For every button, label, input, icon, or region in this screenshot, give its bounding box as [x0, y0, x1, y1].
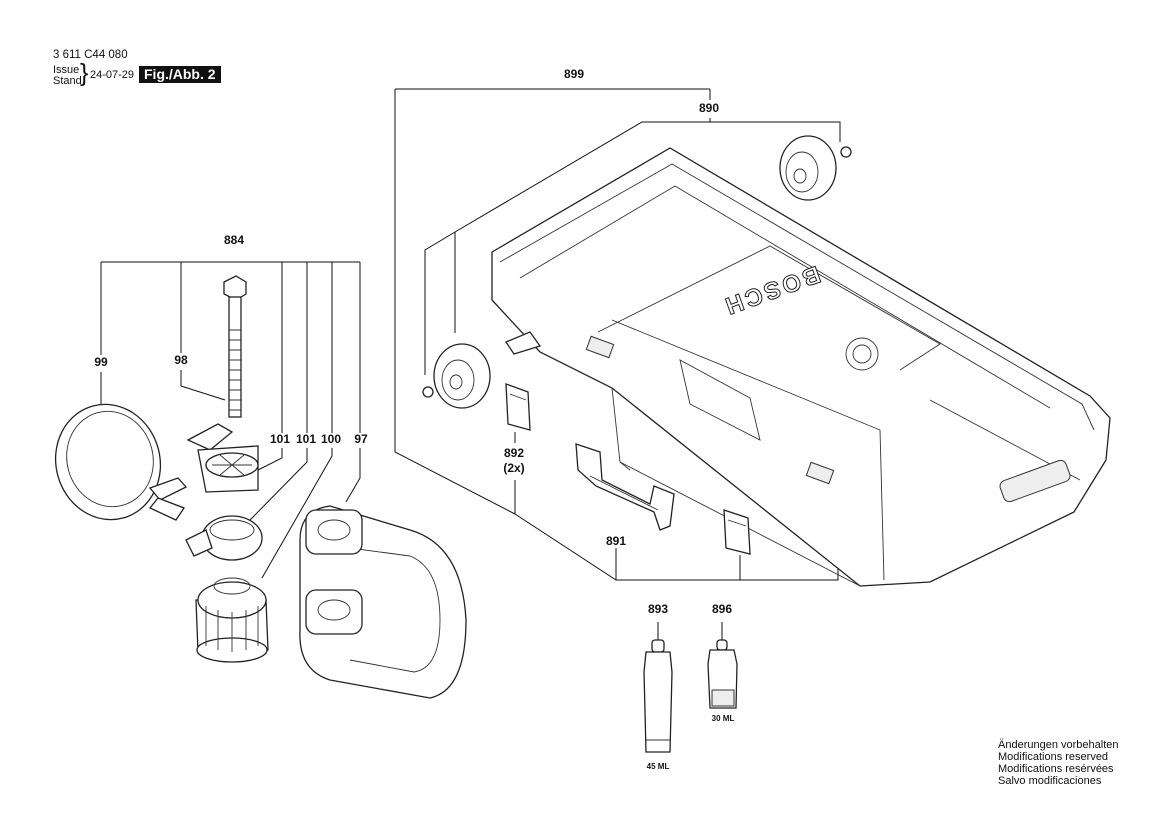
- clamp-jaw-101-upper: [186, 423, 259, 493]
- handle-891: [575, 443, 675, 531]
- c-clamp-97: [299, 505, 467, 699]
- label-101-b: 101: [296, 432, 316, 446]
- note-de: Änderungen vorbehalten: [998, 739, 1119, 751]
- label-101-a: 101: [270, 432, 290, 446]
- leader-lines-884: [100, 261, 361, 579]
- label-892-quantity: (2x): [503, 461, 524, 475]
- label-884: 884: [224, 233, 244, 247]
- latch-892-left: [505, 383, 531, 431]
- label-97: 97: [354, 432, 368, 446]
- latch-892-right: [723, 509, 751, 555]
- note-en: Modifications reserved: [998, 751, 1109, 763]
- label-899: 899: [564, 67, 584, 81]
- label-99: 99: [94, 355, 108, 369]
- wheel-890-top: [779, 135, 852, 201]
- knob-100: [195, 577, 269, 663]
- modification-notes: Änderungen vorbehalten Modifications res…: [998, 739, 1118, 787]
- label-100: 100: [321, 432, 341, 446]
- label-98: 98: [174, 353, 188, 367]
- label-890: 890: [699, 101, 719, 115]
- label-891: 891: [606, 534, 626, 548]
- grease-tube-896: [707, 639, 738, 709]
- threaded-rod-98: [223, 275, 247, 418]
- grease-tube-893: [643, 639, 673, 753]
- carrying-case-899: BOSCH: [491, 147, 1111, 587]
- figure-label: Fig./Abb. 2: [139, 66, 221, 83]
- wheel-890-left: [422, 343, 491, 409]
- clamp-ring-99: [54, 403, 188, 521]
- stand-label: Stand: [53, 75, 82, 87]
- note-es: Salvo modificaciones: [998, 775, 1102, 787]
- tube-volume-30: 30 ML: [712, 714, 735, 723]
- label-892: 892: [504, 446, 524, 460]
- leader-lines-899: [394, 88, 841, 640]
- clamp-jaw-101-lower: [185, 515, 263, 561]
- note-fr: Modifications resérvées: [998, 763, 1114, 775]
- tube-volume-45: 45 ML: [647, 762, 670, 771]
- issue-date: 24-07-29: [90, 69, 135, 81]
- issue-label: Issue: [53, 64, 80, 76]
- label-896: 896: [712, 602, 732, 616]
- label-893: 893: [648, 602, 668, 616]
- document-number: 3 611 C44 080: [53, 49, 128, 61]
- brace-glyph: }: [80, 59, 89, 87]
